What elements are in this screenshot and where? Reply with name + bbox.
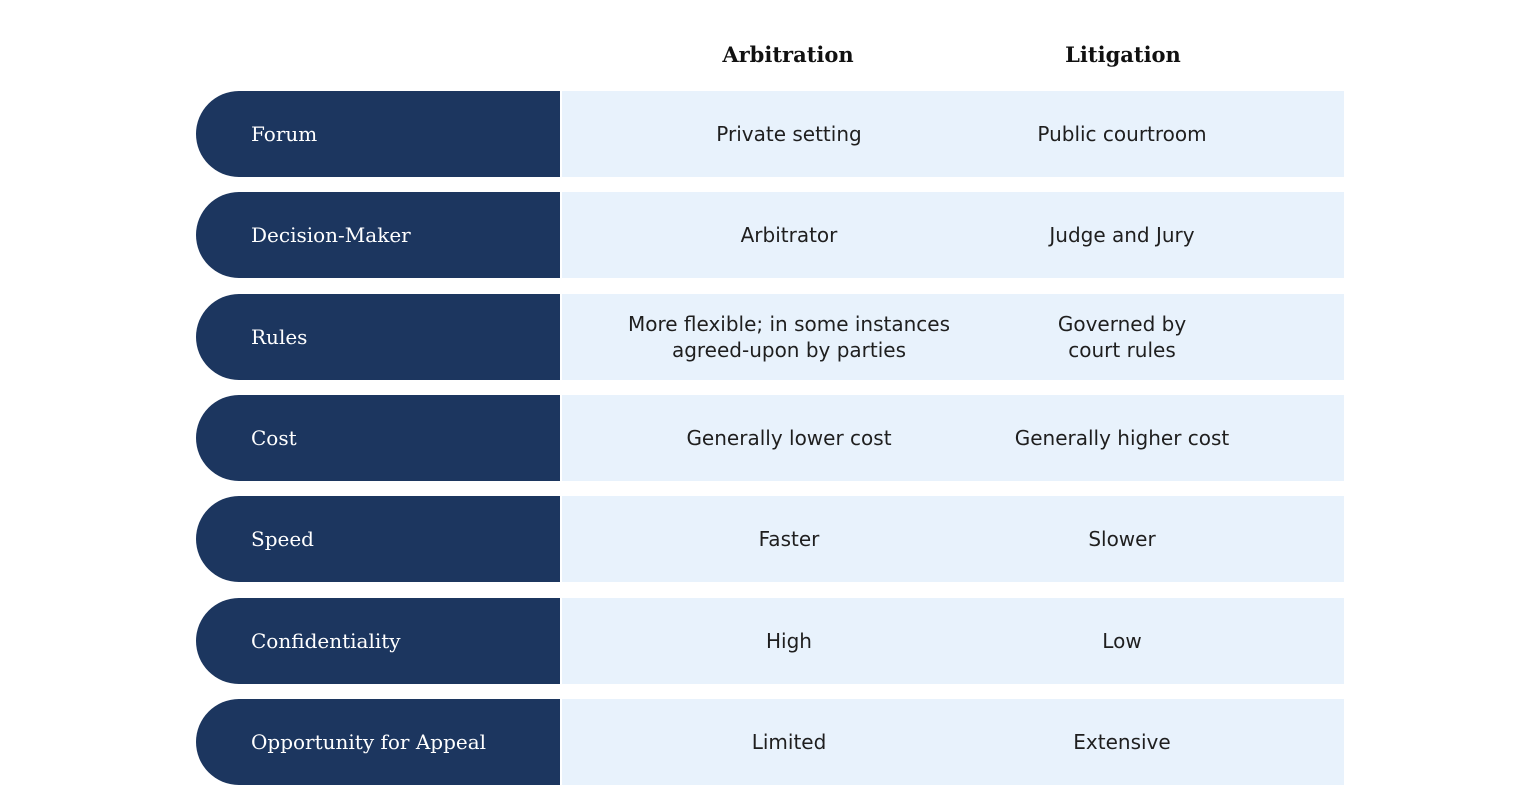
row-confidentiality: Confidentiality High Low <box>196 598 1344 684</box>
cell-litigation: Judge and Jury <box>1049 223 1195 247</box>
row-label: Speed <box>196 496 560 582</box>
cell-litigation: Governed by court rules <box>1057 312 1187 362</box>
row-label: Decision-Maker <box>196 192 560 278</box>
row-label: Cost <box>196 395 560 481</box>
row-cells: High Low <box>562 598 1344 684</box>
row-forum: Forum Private setting Public courtroom <box>196 91 1344 177</box>
row-rules: Rules More flexible; in some instances a… <box>196 294 1344 380</box>
row-label: Rules <box>196 294 560 380</box>
row-speed: Speed Faster Slower <box>196 496 1344 582</box>
cell-litigation: Extensive <box>1073 730 1171 754</box>
cell-arbitration: Faster <box>758 527 820 551</box>
row-label: Confidentiality <box>196 598 560 684</box>
column-header-arbitration: Arbitration <box>722 42 854 67</box>
row-cells: Private setting Public courtroom <box>562 91 1344 177</box>
cell-arbitration: Private setting <box>716 122 862 146</box>
row-cost: Cost Generally lower cost Generally high… <box>196 395 1344 481</box>
row-cells: Limited Extensive <box>562 699 1344 785</box>
row-cells: Arbitrator Judge and Jury <box>562 192 1344 278</box>
row-cells: Generally lower cost Generally higher co… <box>562 395 1344 481</box>
cell-litigation: Slower <box>1088 527 1156 551</box>
column-header-litigation: Litigation <box>1065 42 1181 67</box>
row-cells: Faster Slower <box>562 496 1344 582</box>
cell-litigation: Low <box>1102 629 1142 653</box>
row-opportunity-for-appeal: Opportunity for Appeal Limited Extensive <box>196 699 1344 785</box>
cell-arbitration: Generally lower cost <box>686 426 892 450</box>
cell-arbitration: Arbitrator <box>740 223 838 247</box>
cell-litigation: Public courtroom <box>1037 122 1207 146</box>
row-decision-maker: Decision-Maker Arbitrator Judge and Jury <box>196 192 1344 278</box>
cell-litigation: Generally higher cost <box>1014 426 1230 450</box>
cell-arbitration: Limited <box>751 730 827 754</box>
row-label: Opportunity for Appeal <box>196 699 560 785</box>
cell-arbitration: More flexible; in some instances agreed-… <box>627 312 951 362</box>
row-label: Forum <box>196 91 560 177</box>
row-cells: More flexible; in some instances agreed-… <box>562 294 1344 380</box>
cell-arbitration: High <box>766 629 812 653</box>
